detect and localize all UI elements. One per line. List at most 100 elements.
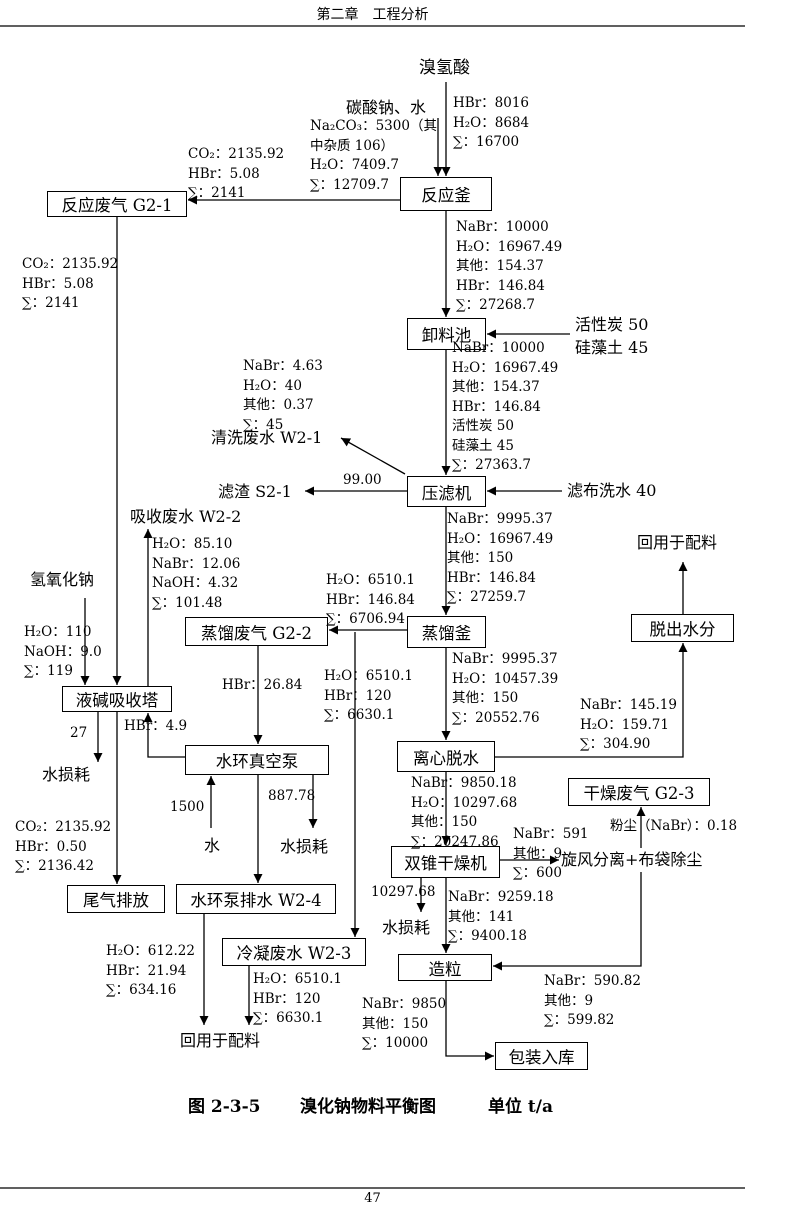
- flow-tower-loss: 27: [70, 725, 88, 741]
- stream-line: Na₂CO₃：5300（其: [310, 118, 437, 134]
- stream-line: H₂O：6510.1: [326, 572, 415, 588]
- stream-line: 其他：150: [452, 690, 519, 706]
- stream-line: 其他：154.37: [456, 258, 544, 274]
- stream-line: HBr：0.50: [15, 838, 87, 855]
- label-activated-carbon: 活性炭 50: [575, 315, 649, 334]
- node-discharge-tank: 卸料池: [407, 318, 486, 350]
- label-absorb-water: 吸收废水 W2-2: [130, 507, 242, 526]
- stream-line: ∑：6706.94: [326, 611, 405, 627]
- stream-line: NaBr：590.82: [544, 973, 641, 989]
- flow-tower-hbr: HBr：4.9: [124, 718, 188, 734]
- label-hydrobromic-acid: 溴氢酸: [419, 58, 470, 78]
- stream-line: ∑：12709.7: [310, 176, 389, 193]
- stream-line: ∑：2136.42: [15, 858, 94, 874]
- stream-line: NaBr：10000: [456, 219, 549, 235]
- stream-line: ∑：27363.7: [452, 457, 531, 473]
- node-packaging: 包装入库: [495, 1042, 588, 1070]
- stream-line: H₂O：16967.49: [447, 530, 554, 547]
- stream-line: ∑：600: [513, 865, 562, 881]
- stream-line: NaBr：9850: [362, 996, 447, 1012]
- node-pump-drain: 水环泵排水 W2-4: [176, 884, 336, 914]
- stream-line: 其他：150: [447, 550, 514, 566]
- stream-line: NaOH：9.0: [24, 643, 102, 660]
- stream-line: NaBr：9850.18: [411, 775, 517, 791]
- stream-line: HBr：5.08: [188, 165, 260, 182]
- stream-line: 其他：150: [411, 814, 478, 830]
- label-reuse-top: 回用于配料: [637, 533, 718, 552]
- page-number: 47: [364, 1191, 381, 1206]
- stream-line: 硅藻土 45: [452, 437, 514, 454]
- stream-line: NaBr：4.63: [243, 358, 323, 374]
- stream-line: NaBr：9995.37: [447, 511, 553, 527]
- label-water-in: 水: [204, 836, 221, 855]
- label-cloth-wash: 滤布洗水 40: [567, 481, 657, 500]
- label-water-loss-tower: 水损耗: [42, 765, 91, 784]
- stream-line: HBr：146.84: [452, 398, 541, 415]
- label-diatomite: 硅藻土 45: [575, 338, 649, 357]
- stream-line: CO₂：2135.92: [22, 256, 119, 272]
- stream-line: H₂O：16967.49: [456, 238, 563, 255]
- stream-line: NaBr：591: [513, 826, 589, 842]
- node-dewater: 脱出水分: [631, 614, 734, 642]
- node-filter-press: 压滤机: [407, 476, 486, 507]
- stream-line: HBr：146.84: [447, 569, 536, 586]
- stream-line: ∑：27268.7: [456, 297, 535, 313]
- stream-line: H₂O：6510.1: [324, 668, 413, 684]
- stream-line: 中杂质 106）: [310, 137, 395, 154]
- stream-line: HBr：146.84: [456, 277, 545, 294]
- stream-line: ∑：2141: [188, 185, 246, 201]
- flow-residue: 99.00: [343, 472, 382, 488]
- figure-number: 图 2-3-5: [188, 1097, 261, 1117]
- stream-line: HBr：120: [253, 990, 321, 1007]
- flow-pump-water-in: 1500: [170, 799, 205, 815]
- stream-line: HBr：8016: [453, 95, 530, 111]
- stream-line: ∑：6630.1: [324, 707, 395, 723]
- node-reaction-gas: 反应废气 G2-1: [47, 191, 187, 217]
- stream-line: H₂O：10297.68: [411, 794, 518, 811]
- stream-line: ∑：45: [243, 416, 284, 433]
- node-reactor: 反应釜: [400, 177, 492, 211]
- stream-line: HBr：146.84: [326, 591, 415, 608]
- stream-line: ∑：2141: [22, 295, 80, 311]
- stream-line: ∑：9400.18: [448, 928, 527, 944]
- stream-line: CO₂：2135.92: [15, 819, 112, 835]
- stream-line: H₂O：6510.1: [253, 971, 342, 987]
- node-dryer: 双锥干燥机: [391, 846, 500, 878]
- stream-line: CO₂：2135.92: [188, 146, 285, 162]
- stream-line: H₂O：40: [243, 377, 302, 394]
- stream-line: H₂O：7409.7: [310, 157, 399, 173]
- label-water-loss-dryer: 水损耗: [382, 918, 431, 937]
- stream-line: H₂O：612.22: [106, 943, 195, 959]
- label-filter-residue: 滤渣 S2-1: [218, 482, 292, 501]
- flow-dust: 粉尘（NaBr）：0.18: [610, 818, 738, 834]
- stream-line: H₂O：10457.39: [452, 670, 559, 687]
- stream-line: H₂O：8684: [453, 114, 530, 131]
- stream-line: H₂O：16967.49: [452, 359, 559, 376]
- stream-line: NaBr：10000: [452, 340, 545, 356]
- stream-line: ∑：6630.1: [253, 1010, 324, 1026]
- stream-line: ∑：10000: [362, 1035, 429, 1051]
- stream-line: 其他：9: [513, 845, 563, 862]
- flow-pump-loss: 887.78: [268, 788, 316, 804]
- stream-line: ∑：119: [24, 663, 73, 679]
- stream-line: ∑：101.48: [152, 594, 223, 611]
- node-tail-gas: 尾气排放: [67, 885, 165, 913]
- chapter-header: 第二章 工程分析: [316, 7, 429, 23]
- arrow-press-to-wash-water: [340, 437, 406, 475]
- node-distillation-kettle: 蒸馏釜: [407, 616, 486, 648]
- label-wash-water: 清洗废水 W2-1: [211, 428, 323, 447]
- stream-line: 其他：0.37: [243, 397, 314, 413]
